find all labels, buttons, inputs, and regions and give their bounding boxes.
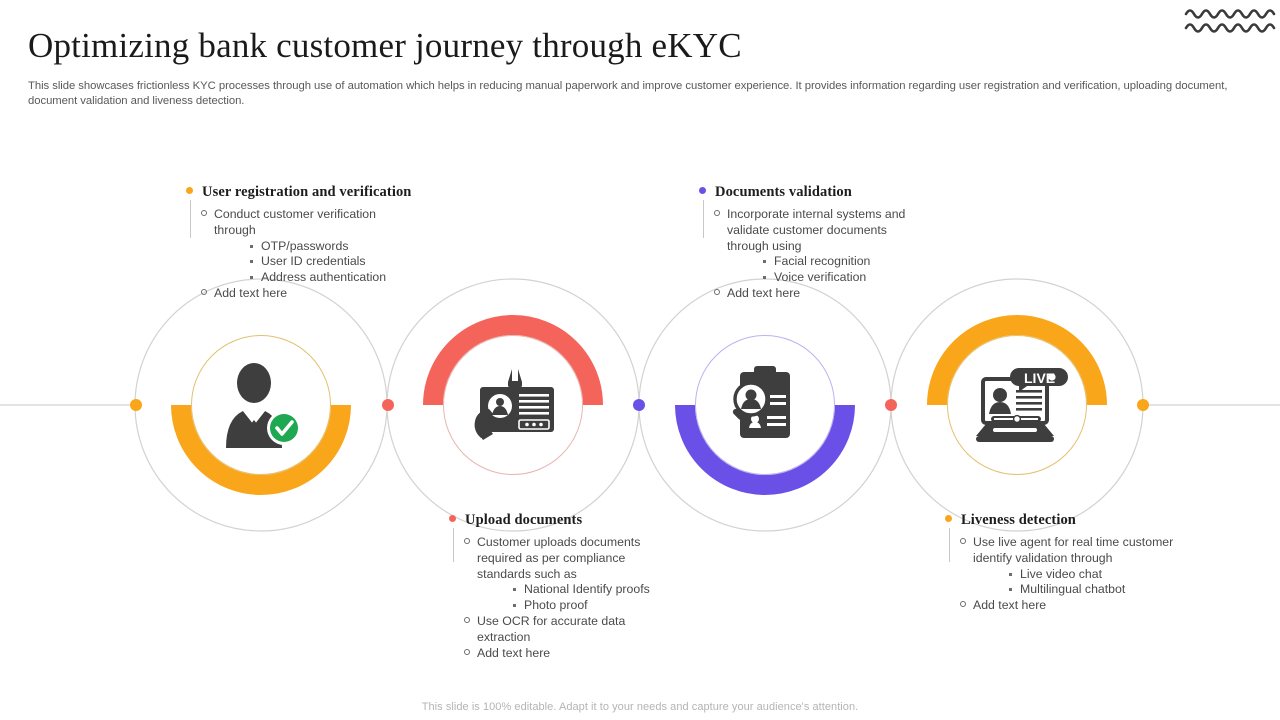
- progress-arc-red-top: [423, 315, 603, 406]
- connector-dot-3: [633, 399, 645, 411]
- sub-list-item: OTP/passwords: [214, 239, 416, 255]
- page-subtitle: This slide showcases frictionless KYC pr…: [28, 80, 1228, 107]
- heading-dot: [699, 187, 706, 195]
- stem-line: [703, 200, 704, 238]
- heading-dot: [945, 515, 952, 523]
- live-badge-label: LIVE: [1024, 370, 1055, 386]
- id-card-hand-icon: [443, 335, 583, 475]
- step-heading-upload-documents: Upload documents: [449, 512, 679, 529]
- list-item: Add text here: [699, 286, 929, 302]
- node-ring: [191, 335, 331, 475]
- heading-dot: [449, 515, 456, 523]
- bullet-list: Incorporate internal systems and validat…: [699, 207, 929, 302]
- text-block-upload-documents: Upload documents Customer uploads docume…: [449, 512, 679, 661]
- text-block-user-registration: User registration and verification Condu…: [186, 184, 416, 302]
- businessman-verified-icon: [191, 335, 331, 475]
- list-item: Use OCR for accurate data extraction: [449, 614, 679, 646]
- sub-list-item: Address authentication: [214, 270, 416, 286]
- connector-dot-2: [382, 399, 394, 411]
- sub-list-item: Multilingual chatbot: [973, 582, 1185, 598]
- stem-line: [190, 200, 191, 238]
- sub-list-item: Live video chat: [973, 567, 1185, 583]
- bullet-list: Conduct customer verification through OT…: [186, 207, 416, 302]
- text-block-documents-validation: Documents validation Incorporate interna…: [699, 184, 929, 302]
- list-item: Add text here: [186, 286, 416, 302]
- clipboard-magnifier-icon: [695, 335, 835, 475]
- sub-list-item: Facial recognition: [727, 254, 929, 270]
- stem-line: [453, 528, 454, 562]
- connector-dot-1: [130, 399, 142, 411]
- laptop-live-video-icon: LIVE: [947, 335, 1087, 475]
- progress-arc-purple-bottom: [675, 404, 855, 495]
- step-heading-liveness-detection: Liveness detection: [945, 512, 1185, 529]
- step-node-upload-documents[interactable]: [423, 315, 603, 475]
- heading-dot: [186, 187, 193, 195]
- bullet-list: Customer uploads documents required as p…: [449, 535, 679, 661]
- bullet-list: Use live agent for real time customer id…: [945, 535, 1185, 614]
- progress-arc-orange-bottom: [171, 404, 351, 495]
- list-item: Add text here: [945, 598, 1185, 614]
- sub-list-item: National Identify proofs: [477, 582, 679, 598]
- text-block-liveness-detection: Liveness detection Use live agent for re…: [945, 512, 1185, 614]
- step-node-user-registration[interactable]: [171, 335, 351, 495]
- sub-list-item: Voice verification: [727, 270, 929, 286]
- connector-dot-5: [1137, 399, 1149, 411]
- wavy-lines-icon: [1184, 9, 1276, 33]
- progress-arc-orange-top: [927, 315, 1107, 406]
- step-heading-documents-validation: Documents validation: [699, 184, 929, 201]
- step-node-documents-validation[interactable]: [675, 335, 855, 495]
- step-heading-user-registration: User registration and verification: [186, 184, 416, 201]
- connector-dot-4: [885, 399, 897, 411]
- list-item: Use live agent for real time customer id…: [945, 535, 1185, 598]
- node-ring: [947, 335, 1087, 475]
- list-item: Customer uploads documents required as p…: [449, 535, 679, 614]
- page-title: Optimizing bank customer journey through…: [28, 26, 742, 65]
- stem-line: [949, 528, 950, 562]
- list-item: Add text here: [449, 646, 679, 662]
- step-node-liveness-detection[interactable]: LIVE: [927, 315, 1107, 475]
- list-item: Incorporate internal systems and validat…: [699, 207, 929, 286]
- list-item: Conduct customer verification through OT…: [186, 207, 416, 286]
- sub-list-item: User ID credentials: [214, 254, 416, 270]
- footer-note: This slide is 100% editable. Adapt it to…: [421, 701, 859, 713]
- sub-list-item: Photo proof: [477, 598, 679, 614]
